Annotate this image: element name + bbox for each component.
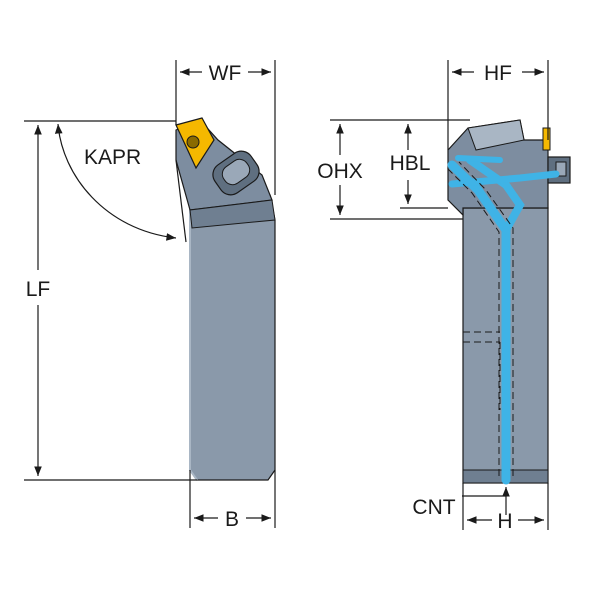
hf-label: HF xyxy=(484,62,512,85)
cnt-label: CNT xyxy=(412,496,455,519)
hbl-label: HBL xyxy=(390,152,431,175)
wf-dimension: WF xyxy=(175,60,276,195)
cnt-dimension: CNT xyxy=(412,487,510,519)
ohx-dimension: OHX xyxy=(317,119,470,220)
b-label: B xyxy=(225,508,239,531)
wf-label: WF xyxy=(209,62,242,85)
clamp xyxy=(212,150,260,196)
top-view: WF KAPR LF B xyxy=(24,60,276,531)
ohx-label: OHX xyxy=(317,160,363,183)
b-dimension: B xyxy=(189,470,276,531)
lf-dimension: LF xyxy=(24,120,197,481)
kapr-label: KAPR xyxy=(84,146,141,169)
hf-dimension: HF xyxy=(447,60,549,150)
hbl-dimension: HBL xyxy=(390,124,448,209)
lf-label: LF xyxy=(26,278,51,301)
side-view: HF OHX HBL CNT H xyxy=(317,60,571,533)
shank-body xyxy=(189,194,276,481)
coolant-connector xyxy=(547,156,571,184)
side-insert xyxy=(542,127,551,151)
h-label: H xyxy=(497,510,512,533)
insert xyxy=(175,117,215,170)
kapr-dimension: KAPR xyxy=(54,123,187,243)
coolant-channels xyxy=(447,155,560,485)
h-dimension: H xyxy=(462,483,549,533)
